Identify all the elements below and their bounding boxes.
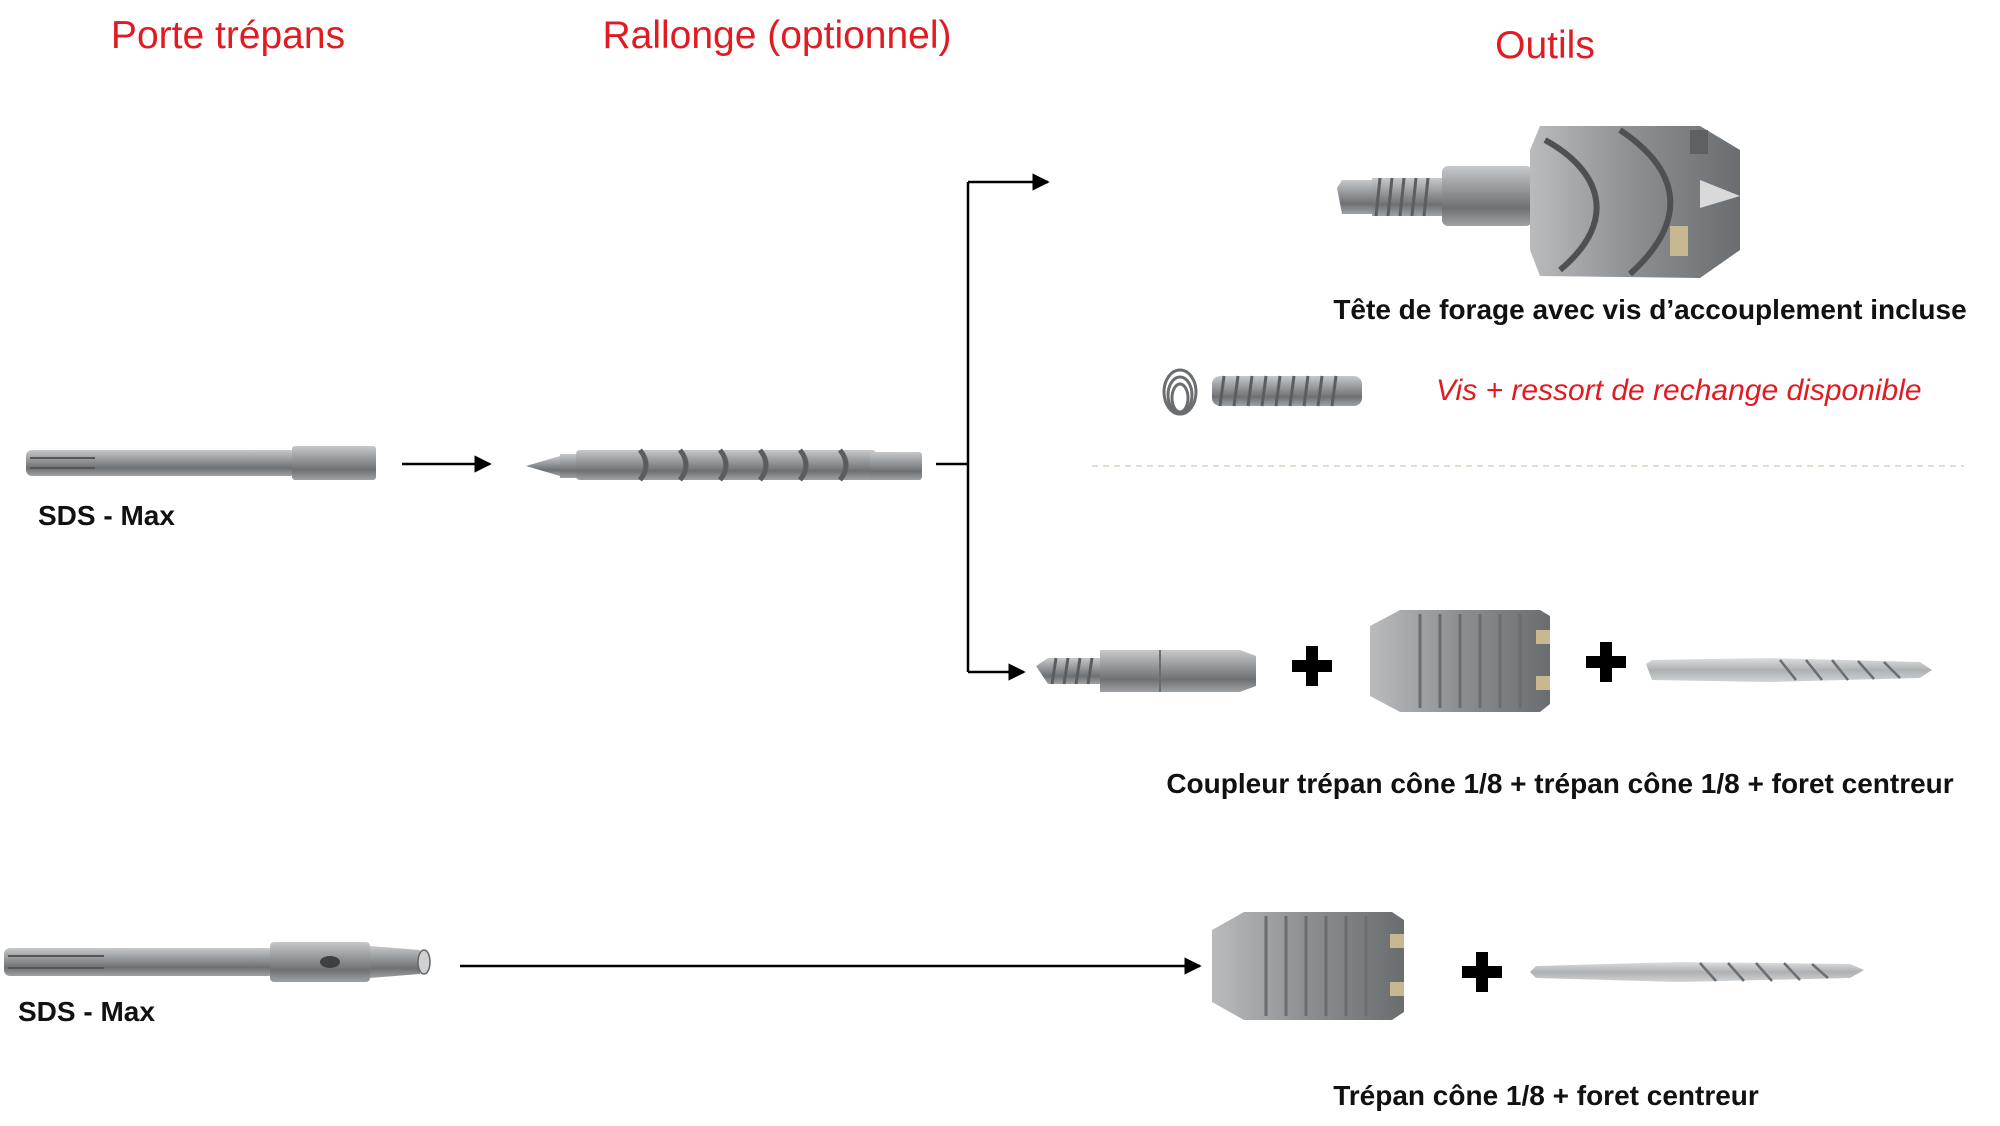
label-sds-max-bottom: SDS - Max [18, 996, 155, 1027]
core-bit-image [1212, 912, 1404, 1020]
drill-head-image [1337, 126, 1740, 278]
label-core-combo: Trépan cône 1/8 + foret centreur [1333, 1080, 1759, 1111]
label-spare-screw: Vis + ressort de rechange disponible [1436, 374, 1922, 407]
header-porte-trepans: Porte trépans [110, 14, 346, 57]
sds-max-shank-bottom [4, 942, 431, 982]
plus-icon [1586, 642, 1626, 682]
label-sds-max-top: SDS - Max [38, 500, 175, 531]
plus-icon [1292, 646, 1332, 686]
label-coupler-combo: Coupleur trépan cône 1/8 + trépan cône 1… [1166, 768, 1954, 799]
spare-screw-image [1212, 375, 1362, 407]
spring-image [1162, 368, 1198, 416]
extension-rod [526, 448, 922, 482]
plus-icon [1462, 952, 1502, 992]
center-drill-image [1530, 962, 1864, 982]
coupler-image [1036, 650, 1256, 692]
branch-connector [936, 173, 1050, 681]
header-outils: Outils [1495, 24, 1595, 67]
label-drill-head: Tête de forage avec vis d’accouplement i… [1333, 294, 1967, 325]
header-rallonge: Rallonge (optionnel) [602, 14, 952, 57]
sds-max-shank-top [26, 446, 376, 480]
core-bit-image [1370, 610, 1550, 712]
center-drill-image [1646, 658, 1932, 682]
